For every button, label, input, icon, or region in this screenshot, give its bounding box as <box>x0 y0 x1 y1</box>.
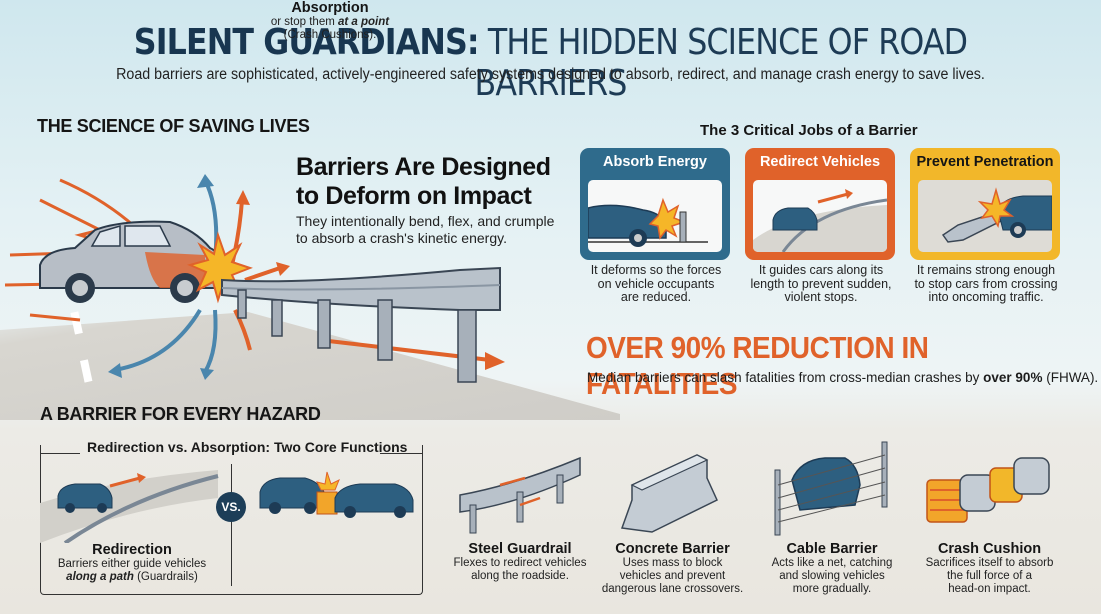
hero-description: They intentionally bend, flex, and crump… <box>296 213 555 246</box>
science-section-title: THE SCIENCE OF SAVING LIVES <box>37 116 310 136</box>
crash-cushion-icon <box>926 457 1050 523</box>
absorption-caption: Absorption or stop them at a point (Cras… <box>270 0 390 41</box>
comparison-title: Redirection vs. Absorption: Two Core Fun… <box>87 439 408 455</box>
concrete-barrier-icon <box>620 454 718 533</box>
job-card-redirect-vehicles: Redirect Vehicles <box>745 148 895 260</box>
vs-divider <box>231 464 233 586</box>
redirection-caption: Redirection Barriers either guide vehicl… <box>57 542 207 583</box>
fatality-reduction-headline: OVER 90% REDUCTION IN FATALITIES <box>586 330 929 401</box>
barrier-type-concrete-barrier: Concrete Barrier Uses mass to block vehi… <box>601 541 744 595</box>
jobs-title: The 3 Critical Jobs of a Barrier <box>700 122 918 139</box>
fatality-reduction-text: Median barriers can slash fatalities fro… <box>587 370 1099 385</box>
barrier-type-cable-barrier: Cable Barrier Acts like a net, catching … <box>771 541 893 595</box>
page-title: SILENT GUARDIANS: THE HIDDEN SCIENCE OF … <box>133 22 968 104</box>
cable-barrier-icon <box>774 441 888 536</box>
job-card-title: Prevent Penetration <box>916 154 1054 170</box>
crash-illustration <box>4 174 505 383</box>
absorption-illustration <box>259 471 414 518</box>
barrier-type-steel-guardrail: Steel Guardrail Flexes to redirect vehic… <box>453 541 587 582</box>
barrier-type-crash-cushion: Crash Cushion Sacrifices itself to absor… <box>925 541 1054 595</box>
hazard-section-title: A BARRIER FOR EVERY HAZARD <box>40 404 321 424</box>
job-card-prevent-penetration: Prevent Penetration <box>910 148 1060 260</box>
bracket-divider <box>40 453 80 454</box>
vs-badge: VS. <box>216 492 246 522</box>
job-card-absorb-energy: Absorb Energy <box>580 148 730 260</box>
redirect-vehicles-illustration <box>753 180 887 252</box>
redirection-illustration <box>40 470 219 543</box>
bracket-divider <box>380 453 423 454</box>
hero-heading: Barriers Are Designed to Deform on Impac… <box>296 153 551 210</box>
steel-guardrail-icon <box>459 456 581 534</box>
page-subtitle: Road barriers are sophisticated, activel… <box>116 66 985 83</box>
job-card-title: Redirect Vehicles <box>759 154 881 170</box>
job-card-title: Absorb Energy <box>603 154 707 170</box>
prevent-penetration-illustration <box>918 180 1052 252</box>
absorb-energy-illustration <box>588 180 722 252</box>
